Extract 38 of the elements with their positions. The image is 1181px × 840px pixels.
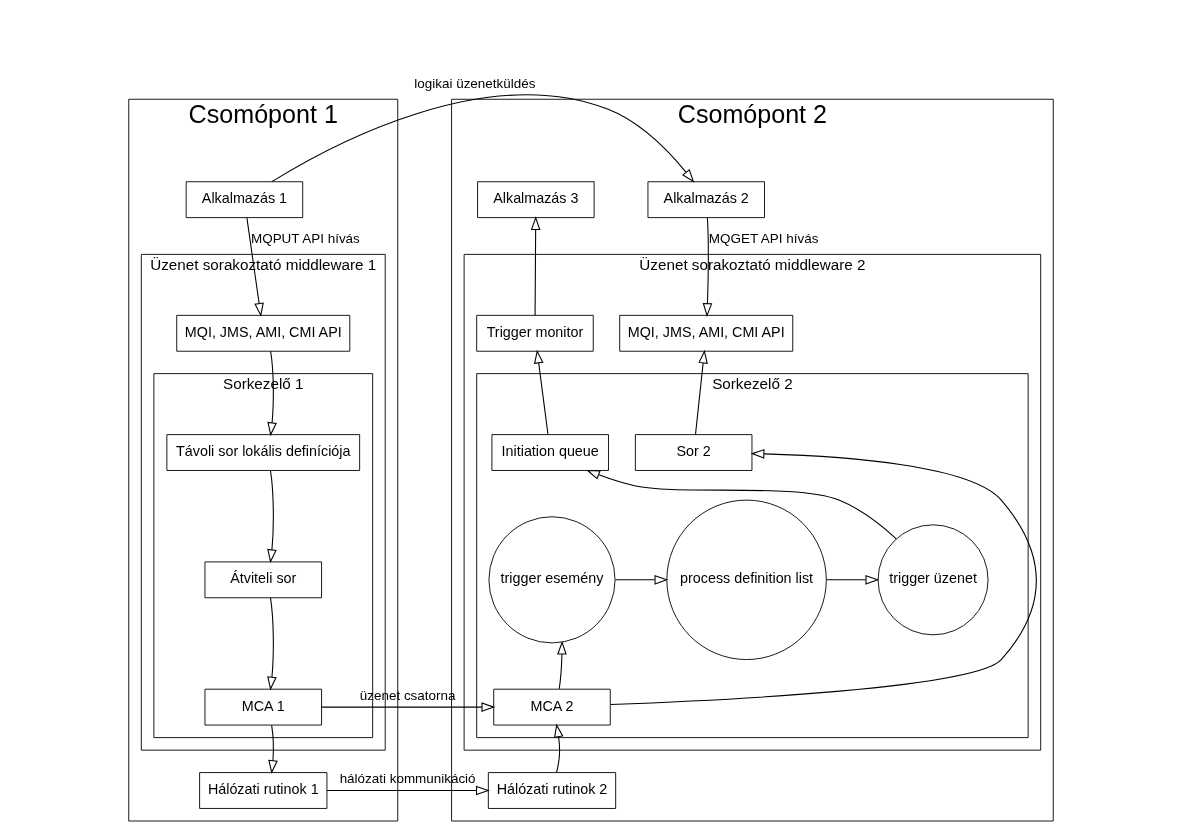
node-box: Átviteli sor: [204, 561, 322, 599]
arrow: [533, 349, 549, 436]
edge-label: MQPUT API hívás: [250, 230, 360, 246]
arrow: [267, 724, 278, 774]
node-box: Hálózati rutinok 1: [198, 772, 327, 809]
node-box: Alkalmazás 3: [476, 181, 595, 219]
arrow: [614, 575, 668, 585]
arrow: [702, 217, 712, 317]
node-circle: process definition list: [665, 499, 827, 660]
node-box: Trigger monitor: [475, 314, 594, 352]
node-box: Sor 2: [634, 434, 752, 471]
arrow: [325, 785, 490, 796]
node-box: Alkalmazás 2: [647, 181, 765, 219]
arrow: [530, 216, 540, 316]
arrow: [320, 702, 495, 712]
node-circle: trigger üzenet: [877, 524, 989, 636]
node-circle: trigger esemény: [487, 516, 616, 644]
node-box: Távoli sor lokális definíciója: [165, 434, 360, 471]
node-box: MQI, JMS, AMI, CMI API: [175, 314, 350, 352]
node-box: MQI, JMS, AMI, CMI API: [618, 314, 793, 352]
arrow: [266, 470, 277, 564]
arrow: [609, 449, 1037, 705]
arrow: [585, 469, 897, 540]
node-box: Hálózati rutinok 2: [487, 772, 616, 809]
node-box: Initiation queue: [490, 434, 609, 471]
arrow: [556, 640, 567, 690]
arrow: [270, 94, 694, 183]
edge-label: MQGET API hívás: [708, 230, 818, 246]
arrow: [825, 575, 879, 585]
arrow: [266, 350, 277, 437]
node-box: MCA 1: [204, 688, 322, 726]
arrow: [245, 217, 264, 317]
arrow: [694, 349, 708, 436]
arrow: [553, 723, 563, 773]
node-box: Alkalmazás 1: [185, 181, 303, 219]
edge-label: logikai üzenetküldés: [413, 75, 535, 91]
node-box: MCA 2: [492, 688, 611, 726]
arrow: [266, 597, 277, 691]
